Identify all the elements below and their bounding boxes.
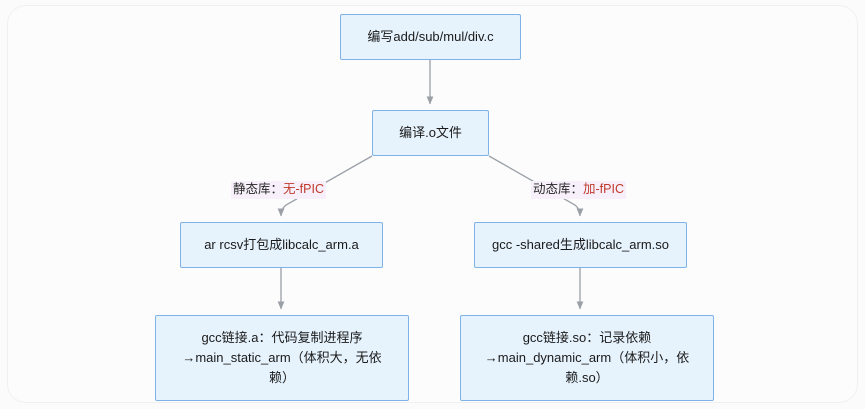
node-link-static-label: gcc链接.a：代码复制进程序 →main_static_arm（体积大，无依 … (182, 329, 382, 386)
node-write-source-label: 编写add/sub/mul/div.c (367, 28, 494, 44)
edge-label-static-prefix: 静态库： (233, 182, 284, 196)
node-archive-static-lib[interactable]: ar rcsv打包成libcalc_arm.a (180, 222, 383, 268)
node-write-source[interactable]: 编写add/sub/mul/div.c (340, 14, 521, 60)
edge-label-dynamic-accent: 加-fPIC (583, 182, 624, 196)
node-link-dynamic-label: gcc链接.so：记录依赖 →main_dynamic_arm（体积小，依 赖.… (484, 329, 690, 386)
edge-label-dynamic-lib: 动态库：加-fPIC (531, 181, 626, 199)
edge-label-dynamic-prefix: 动态库： (533, 182, 584, 196)
edge-label-static-accent: 无-fPIC (283, 182, 324, 196)
edge-compile-to-static-lib (277, 155, 373, 217)
diagram-card (8, 6, 857, 402)
node-build-shared-lib-label: gcc -shared生成libcalc_arm.so (491, 236, 669, 252)
node-link-static[interactable]: gcc链接.a：代码复制进程序 →main_static_arm（体积大，无依 … (155, 315, 409, 401)
edge-compile-to-shared-lib (488, 155, 584, 217)
node-compile-object[interactable]: 编译.o文件 (372, 110, 489, 156)
node-link-dynamic[interactable]: gcc链接.so：记录依赖 →main_dynamic_arm（体积小，依 赖.… (460, 315, 714, 401)
node-compile-object-label: 编译.o文件 (399, 124, 462, 140)
node-build-shared-lib[interactable]: gcc -shared生成libcalc_arm.so (474, 222, 687, 268)
edge-label-static-lib: 静态库：无-fPIC (231, 181, 326, 199)
node-archive-static-lib-label: ar rcsv打包成libcalc_arm.a (204, 236, 359, 252)
